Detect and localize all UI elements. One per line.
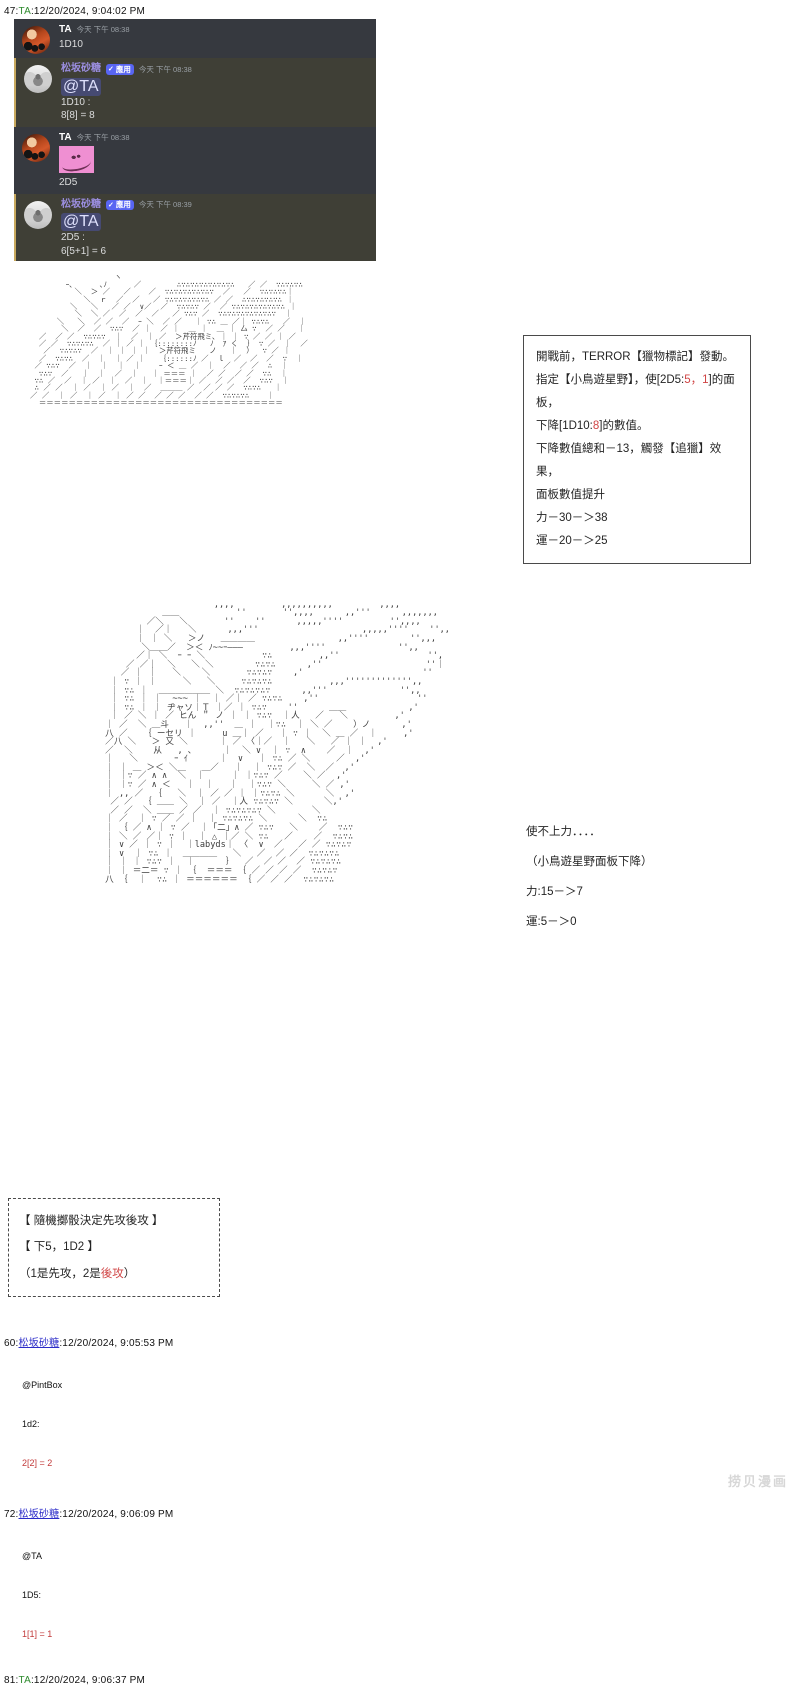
message-header: TA 今天 下午 08:38 xyxy=(59,25,368,35)
message-timestamp: 今天 下午 08:38 xyxy=(76,133,130,143)
log-timestamp: :12/20/2024, 9:05:53 PM xyxy=(59,1338,174,1349)
message-text: 2D5 xyxy=(59,177,78,189)
app-badge: ✓ 應用 xyxy=(106,64,134,75)
message-timestamp: 今天 下午 08:39 xyxy=(138,200,192,210)
message-author: TA xyxy=(59,24,72,35)
log-entry: 81:TA:12/20/2024, 9:06:37 PM xyxy=(4,1675,504,1686)
terror-line: 開戰前，TERROR【獵物標記】發動。 xyxy=(536,346,738,369)
avatar xyxy=(22,134,50,163)
message-timestamp: 今天 下午 08:38 xyxy=(138,64,192,74)
terror-line-segment: 指定【小鳥遊星野】，使[2D5: xyxy=(536,374,685,386)
sticker-image[interactable] xyxy=(59,146,94,174)
log-entry: 60:松坂砂糖:12/20/2024, 9:05:53 PM @PintBox … xyxy=(4,1334,504,1497)
log-command: 1D5: xyxy=(22,1589,42,1600)
message-text: 1D10 : 8[8] = 8 xyxy=(61,96,95,122)
message-header: 松坂砂糖 ✓ 應用 今天 下午 08:38 xyxy=(61,64,368,75)
log-command: 1d2: xyxy=(22,1419,40,1430)
terror-line-segment: 力－30－＞38 xyxy=(536,512,608,524)
app-badge-label: 應用 xyxy=(115,64,131,74)
top-log-line: 47:TA:12/20/2024, 9:04:02 PM xyxy=(4,6,145,17)
message-header: TA 今天 下午 08:38 xyxy=(59,133,368,143)
log-roll-result: 1[1] = 1 xyxy=(22,1628,53,1639)
chat-message[interactable]: TA 今天 下午 08:38 2D5 xyxy=(14,127,376,194)
log-entry-detail: @TA 1D5: 1[1] = 1 xyxy=(22,1524,504,1668)
terror-narration-box: 開戰前，TERROR【獵物標記】發動。指定【小鳥遊星野】，使[2D5:5，1]的… xyxy=(523,335,751,564)
terror-line: 面板數值提升 xyxy=(536,484,738,507)
log-speaker-name[interactable]: 松坂砂糖 xyxy=(18,1338,60,1349)
status-drop-line: （小鳥遊星野面板下降） xyxy=(526,855,653,868)
message-text: 1D10 xyxy=(59,39,83,50)
ascii-art-character: ,,,, ,,,,,,,,,, ,,,, ＿＿ '' '',,,, ,,''' … xyxy=(105,599,450,885)
message-text: 2D5 : 6[5+1] = 6 xyxy=(61,232,107,258)
status-drop-line: 運:5－＞0 xyxy=(526,915,577,928)
bottom-log-list: 60:松坂砂糖:12/20/2024, 9:05:53 PM @PintBox … xyxy=(4,1334,504,1688)
log-speaker-name: TA xyxy=(18,1675,31,1687)
check-icon: ✓ xyxy=(108,201,114,209)
log-speaker-name: TA xyxy=(18,6,31,17)
message-timestamp: 今天 下午 08:38 xyxy=(76,25,130,35)
terror-line-segment: 5，1 xyxy=(684,374,709,386)
terror-line: 下降數值總和－13，觸發【追獵】效果， xyxy=(536,438,738,484)
log-entry: 72:松坂砂糖:12/20/2024, 9:06:09 PM @TA 1D5: … xyxy=(4,1505,504,1668)
log-timestamp: :12/20/2024, 9:04:02 PM xyxy=(30,6,146,17)
discord-chat-panel[interactable]: TA 今天 下午 08:38 1D10 松坂砂糖 ✓ 應用 今天 下午 08:3… xyxy=(14,19,376,261)
initiative-line-3-a: （1是先攻，2是 xyxy=(19,1267,101,1280)
ascii-art-scene-top: ヽ ｰ､ ､ﾉ ／ ∴∵∴∵∴∵∴∵∴∵∴∵∴ ／ ／ ∵∴∵∴∵∴ ＼ ＞ ／… xyxy=(30,272,308,408)
initiative-line-3-b: 後攻 xyxy=(100,1267,124,1280)
mention-pill[interactable]: @TA xyxy=(61,213,101,232)
message-author: TA xyxy=(59,132,72,144)
initiative-line-1: 【 隨機擲骰決定先攻後攻 】 xyxy=(19,1215,164,1227)
initiative-line-2: 【 下5，1D2 】 xyxy=(19,1241,99,1254)
terror-line-segment: 運－20－＞25 xyxy=(536,535,608,547)
log-roll-result: 2[2] = 2 xyxy=(22,1458,53,1469)
log-speaker-name[interactable]: 松坂砂糖 xyxy=(18,1508,60,1520)
site-watermark: 捞贝漫画 xyxy=(727,1474,788,1489)
app-badge: ✓ 應用 xyxy=(106,199,134,211)
initiative-line-3-c: ） xyxy=(123,1267,136,1280)
terror-line-segment: ]的面板， xyxy=(536,374,735,409)
terror-line: 力－30－＞38 xyxy=(536,507,738,530)
terror-line: 運－20－＞25 xyxy=(536,530,738,553)
log-index: 81: xyxy=(4,1675,19,1687)
chat-message[interactable]: 松坂砂糖 ✓ 應用 今天 下午 08:38 @TA 1D10 : 8[8] = … xyxy=(14,58,376,128)
terror-line: 指定【小鳥遊星野】，使[2D5:5，1]的面板， xyxy=(536,369,738,415)
status-drop-narration: 使不上力．．．． （小鳥遊星野面板下降） 力:15－＞7 運:5－＞0 xyxy=(526,818,756,938)
message-author: 松坂砂糖 xyxy=(61,199,101,211)
terror-line-segment: 下降[1D10: xyxy=(536,420,593,432)
log-mention: @TA xyxy=(22,1550,42,1561)
log-index: 72: xyxy=(4,1508,19,1520)
log-entry-detail: @PintBox 1d2: 2[2] = 2 xyxy=(22,1353,504,1497)
log-index: 47: xyxy=(4,6,19,17)
status-drop-line: 力:15－＞7 xyxy=(526,885,583,898)
log-timestamp: :12/20/2024, 9:06:09 PM xyxy=(59,1508,174,1520)
avatar xyxy=(24,65,52,93)
terror-line-segment: 面板數值提升 xyxy=(536,489,605,501)
log-timestamp: :12/20/2024, 9:06:37 PM xyxy=(30,1675,146,1687)
terror-line-segment: ]的數值。 xyxy=(599,420,649,432)
app-badge-label: 應用 xyxy=(115,200,131,210)
terror-line-segment: 下降數值總和－13，觸發【追獵】效果， xyxy=(536,443,722,478)
log-index: 60: xyxy=(4,1338,19,1349)
log-mention: @PintBox xyxy=(22,1380,63,1391)
message-author: 松坂砂糖 xyxy=(61,63,101,75)
terror-line: 下降[1D10:8]的數值。 xyxy=(536,415,738,438)
status-drop-line: 使不上力．．．． xyxy=(526,826,601,838)
log-entry-header: 72:松坂砂糖:12/20/2024, 9:06:09 PM xyxy=(4,1505,504,1520)
avatar xyxy=(22,26,50,54)
initiative-line-3: （1是先攻，2是後攻） xyxy=(19,1261,209,1287)
initiative-roll-box: 【 隨機擲骰決定先攻後攻 】 【 下5，1D2 】 （1是先攻，2是後攻） xyxy=(8,1198,220,1298)
terror-line-segment: 8 xyxy=(592,420,600,432)
check-icon: ✓ xyxy=(108,65,114,73)
terror-line-segment: 開戰前，TERROR【獵物標記】發動。 xyxy=(536,351,735,363)
message-header: 松坂砂糖 ✓ 應用 今天 下午 08:39 xyxy=(61,200,368,211)
chat-message[interactable]: TA 今天 下午 08:38 1D10 xyxy=(14,19,376,58)
log-entry-header: 81:TA:12/20/2024, 9:06:37 PM xyxy=(4,1675,504,1686)
chat-message[interactable]: 松坂砂糖 ✓ 應用 今天 下午 08:39 @TA 2D5 : 6[5+1] =… xyxy=(14,193,376,261)
avatar xyxy=(24,200,52,229)
log-entry-header: 60:松坂砂糖:12/20/2024, 9:05:53 PM xyxy=(4,1334,504,1349)
mention-pill[interactable]: @TA xyxy=(61,77,101,96)
